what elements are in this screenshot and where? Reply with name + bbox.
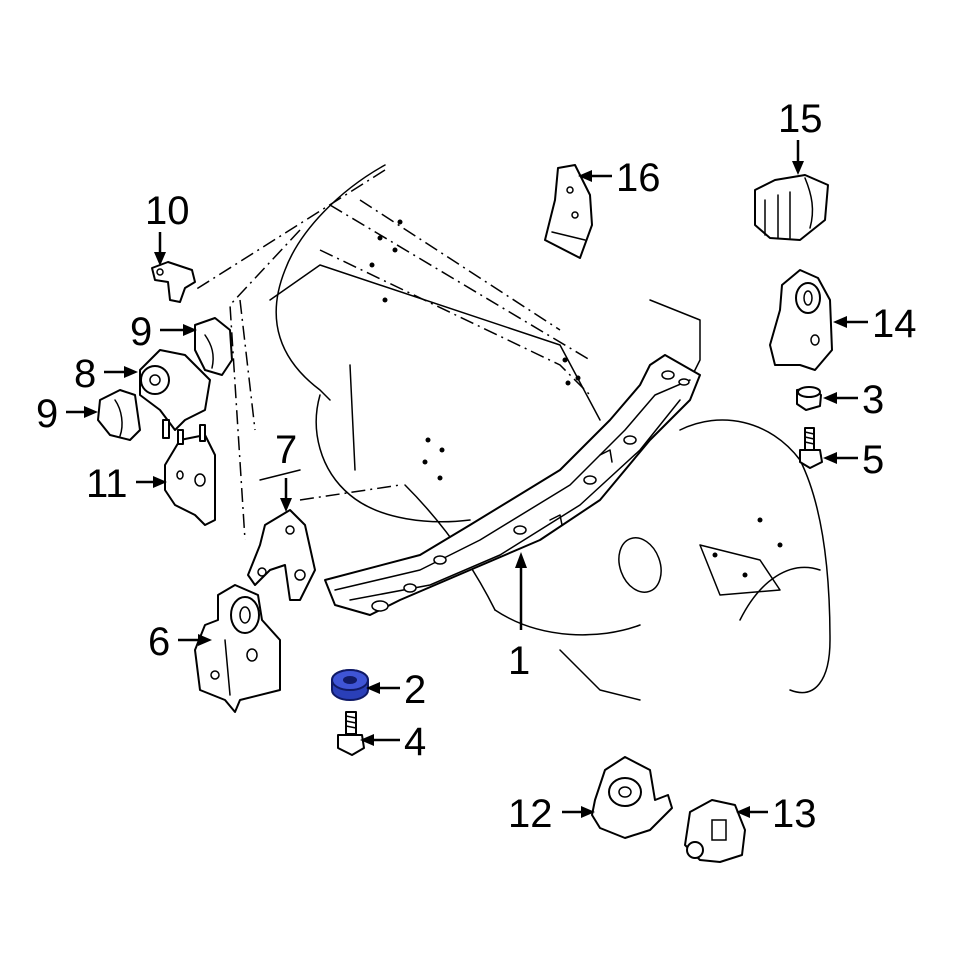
part-mount-12 <box>591 756 673 839</box>
part-bolt-4 <box>337 711 365 756</box>
part-crossmember <box>324 354 701 616</box>
callout-label-3: 3 <box>862 378 884 422</box>
callout-arrows <box>66 140 868 818</box>
callout-label-15: 15 <box>778 97 823 141</box>
part-bolt-5 <box>799 427 823 469</box>
part-pad-9-lower <box>97 389 141 441</box>
part-bracket-10 <box>151 261 196 303</box>
part-pad-9-upper <box>194 317 233 376</box>
callout-label-11: 11 <box>86 462 128 506</box>
callout-label-2: 2 <box>404 668 426 712</box>
callout-label-14: 14 <box>872 302 917 346</box>
callout-label-10: 10 <box>145 189 190 233</box>
callout-label-12: 12 <box>508 792 553 836</box>
callout-label-4: 4 <box>404 720 426 764</box>
callout-labels: 1 2 3 4 5 6 7 8 9 9 10 11 12 13 14 15 16 <box>36 97 917 836</box>
callout-label-13: 13 <box>772 792 817 836</box>
callout-label-5: 5 <box>862 438 884 482</box>
part-mount-15 <box>754 174 829 241</box>
part-mount-14 <box>769 269 833 371</box>
callout-label-6: 6 <box>148 620 170 664</box>
callout-label-16: 16 <box>616 156 661 200</box>
part-bushing-highlighted <box>331 669 369 701</box>
part-mount-8 <box>139 349 211 439</box>
part-bracket-11 <box>164 424 216 526</box>
callout-label-9-upper: 9 <box>130 310 152 354</box>
engine-outline <box>194 164 831 701</box>
part-mount-6 <box>194 584 281 713</box>
callout-label-7: 7 <box>275 428 297 472</box>
callout-label-8: 8 <box>74 352 96 396</box>
callout-label-9-lower: 9 <box>36 392 58 436</box>
part-plate-16 <box>544 164 593 259</box>
callout-label-1: 1 <box>508 639 530 683</box>
part-mount-13 <box>684 799 746 863</box>
part-bracket-7 <box>247 509 316 601</box>
part-nut-3 <box>796 386 822 411</box>
